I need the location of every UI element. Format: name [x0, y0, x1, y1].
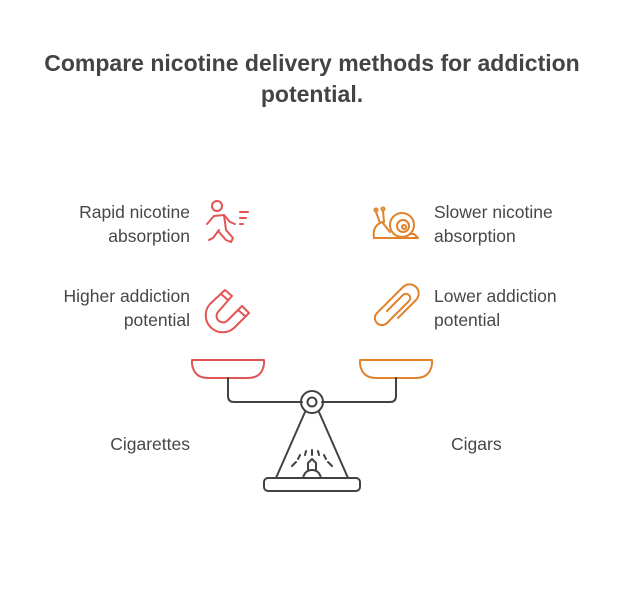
snail-icon — [372, 206, 419, 239]
left-item-2-label: Higher addiction potential — [63, 286, 190, 330]
magnet-icon — [204, 289, 250, 334]
balance-scale-icon — [191, 359, 433, 492]
page-title: Compare nicotine delivery methods for ad… — [44, 50, 580, 107]
right-pan — [359, 359, 433, 379]
cigars-label: Cigars — [451, 434, 502, 454]
cigarettes-label: Cigarettes — [110, 434, 190, 454]
left-pan — [191, 359, 265, 379]
right-item-1-label: Slower nicotine absorption — [434, 202, 553, 246]
paperclip-icon — [373, 283, 420, 327]
right-item-2-label: Lower addiction potential — [434, 286, 557, 330]
running-person-icon — [206, 200, 249, 243]
left-item-1-label: Rapid nicotine absorption — [79, 202, 190, 246]
